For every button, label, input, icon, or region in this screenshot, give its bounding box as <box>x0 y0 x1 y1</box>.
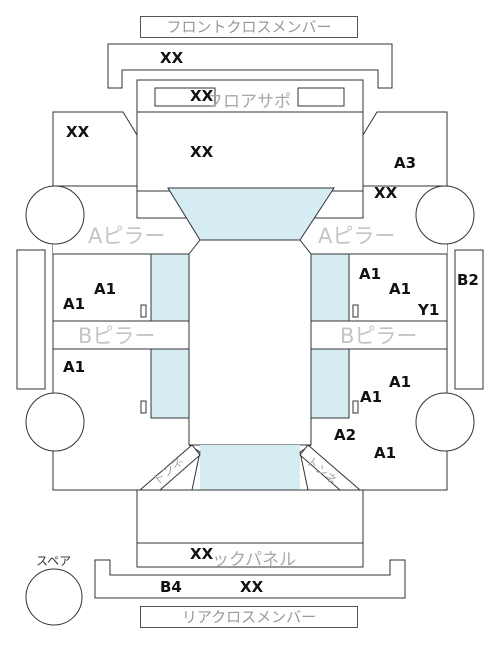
b-pillar-left-label: Bピラー <box>78 324 156 348</box>
spare-label: スペア <box>36 554 72 568</box>
code-right-rocker-b2: B2 <box>457 271 479 289</box>
code-right-upper-y1: Y1 <box>418 301 440 319</box>
code-front-left: XX <box>66 123 90 141</box>
code-front-member: XX <box>160 49 184 67</box>
code-rear-member-xx: XX <box>240 578 264 596</box>
code-center-front: XX <box>190 143 214 161</box>
a-pillar-right-label: Aピラー <box>318 224 396 248</box>
code-right-lower-a1-mid: A1 <box>360 388 383 406</box>
code-left-upper-a1-top: A1 <box>94 280 117 298</box>
code-right-upper-a1-top: A1 <box>359 265 382 283</box>
front-cross-member-label: フロントクロスメンバー <box>140 16 358 38</box>
code-right-lower-a2: A2 <box>334 426 357 444</box>
code-left-upper-a1-bottom: A1 <box>63 295 86 313</box>
back-panel-label: ックパネル <box>212 550 297 570</box>
a-pillar-left-label: Aピラー <box>88 224 166 248</box>
code-floor-support: XX <box>190 87 214 105</box>
code-rear-member-b4: B4 <box>160 578 182 596</box>
code-front-right-a3: A3 <box>394 154 417 172</box>
code-right-lower-a1-bottom: A1 <box>374 444 397 462</box>
code-back-panel: XX <box>190 545 214 563</box>
code-right-lower-a1-top: A1 <box>389 373 412 391</box>
code-right-upper-a1-bottom: A1 <box>389 280 412 298</box>
b-pillar-right-label: Bピラー <box>340 324 418 348</box>
floor-support-label: フロアサポ <box>206 92 291 112</box>
rear-cross-member-label: リアクロスメンバー <box>140 606 358 628</box>
code-front-right-xx: XX <box>374 184 398 202</box>
code-left-lower-a1: A1 <box>63 358 86 376</box>
